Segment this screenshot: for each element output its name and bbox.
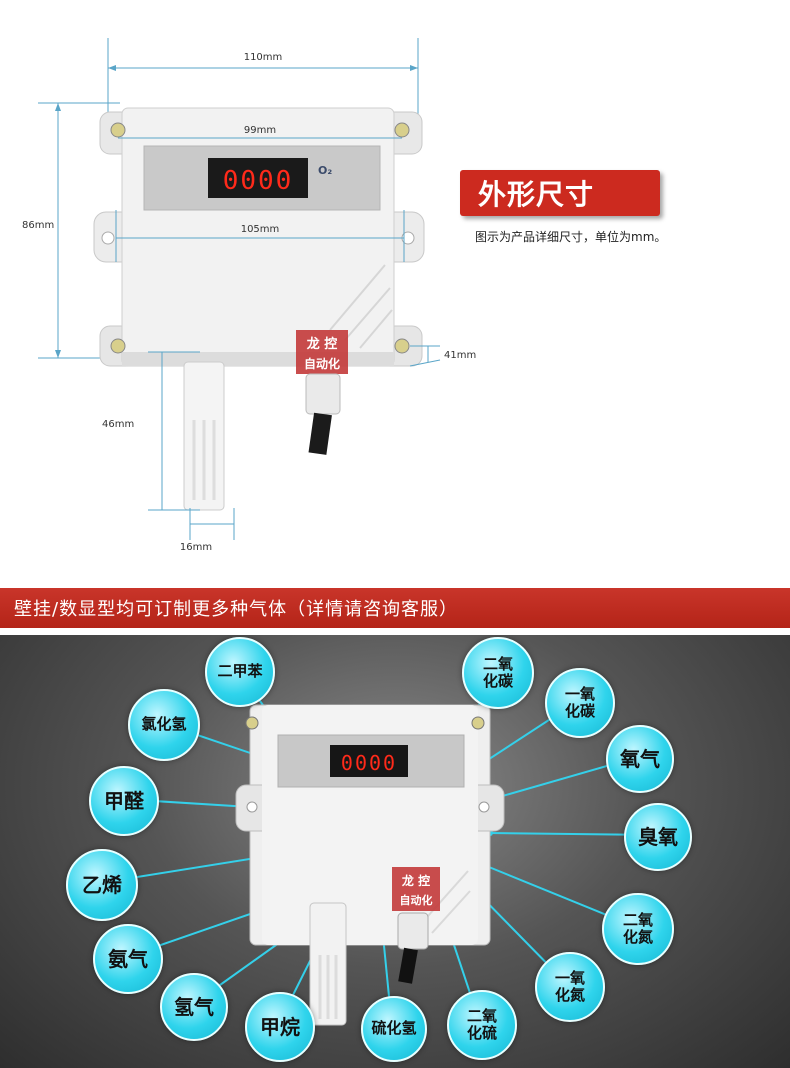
gas-label: 氢气	[174, 994, 214, 1019]
gas-label: 乙烯	[82, 872, 122, 897]
dim-probe-length: 46mm	[102, 419, 134, 430]
gas-bubble-formaldehyde: 甲醛	[89, 766, 159, 836]
gas-bubble-nitric-oxide: 一氧 化氮	[535, 952, 605, 1022]
gas-bubble-benzene-xylene: 二甲苯	[205, 637, 275, 707]
display-digits: 0000	[223, 166, 294, 196]
brand-line1: 龙 控	[307, 336, 338, 352]
dim-probe-diameter: 16mm	[180, 542, 212, 553]
gas-bubble-carbon-dioxide: 二氧 化碳	[462, 637, 534, 709]
gas-label: 一氧 化氮	[554, 968, 585, 1004]
gas-bubble-nitrogen-dioxide: 二氧 化氮	[602, 893, 674, 965]
gas-bubble-carbon-monoxide: 一氧 化碳	[545, 668, 615, 738]
enclosure: 0000 O₂ 龙 控 自动化	[93, 107, 425, 511]
gas-label: 甲烷	[260, 1014, 300, 1039]
gas-label: 二甲苯	[217, 662, 263, 681]
gas-bubble-ammonia: 氨气	[93, 924, 163, 994]
gas-label: 硫化氢	[371, 1019, 417, 1038]
gas-bubble-ozone: 臭氧	[624, 803, 692, 871]
gas-label: 二氧 化氮	[622, 910, 653, 946]
gas-bubble-hydrogen: 氢气	[160, 973, 228, 1041]
panel-brand-line1: 龙 控	[402, 873, 430, 888]
gas-bubble-hydrogen-sulfide: 硫化氢	[361, 996, 427, 1062]
brand-line2: 自动化	[304, 356, 340, 371]
gas-label: 二氧 化碳	[482, 654, 513, 690]
banner-text: 壁挂/数显型均可订制更多种气体（详情请咨询客服）	[14, 599, 459, 620]
gas-bubble-oxygen: 氧气	[606, 725, 674, 793]
dimension-badge: 外形尺寸	[460, 170, 660, 216]
dim-width-mount: 105mm	[241, 224, 280, 235]
gas-label: 甲醛	[104, 788, 144, 813]
gas-bubble-methane: 甲烷	[245, 992, 315, 1062]
gas-bubble-ethylene: 乙烯	[66, 849, 138, 921]
gas-label: 臭氧	[638, 824, 678, 849]
gas-symbol: O₂	[318, 164, 332, 177]
dim-depth: 41mm	[444, 350, 476, 361]
panel-brand-line2: 自动化	[400, 893, 433, 907]
gas-label: 氯化氢	[141, 715, 187, 734]
panel-display-digits: 0000	[341, 751, 397, 775]
dim-width-outer: 110mm	[244, 52, 283, 63]
gas-bubble-sulfur-dioxide: 二氧 化硫	[447, 990, 517, 1060]
dim-width-screw: 99mm	[244, 125, 276, 136]
gas-panel-graphic: 0000 龙 控 自动化	[99, 669, 657, 1028]
customization-banner: 壁挂/数显型均可订制更多种气体（详情请咨询客服）	[0, 588, 790, 628]
panel-device: 0000 龙 控 自动化	[235, 704, 505, 1026]
gas-label: 氨气	[108, 946, 148, 971]
dimension-drawing: 110mm 86mm 0000 O₂ 龙 控 自动化	[22, 38, 476, 553]
badge-title: 外形尺寸	[478, 178, 595, 211]
badge-note: 图示为产品详细尺寸，单位为mm。	[475, 230, 667, 244]
gas-label: 氧气	[620, 746, 660, 771]
gas-label: 二氧 化硫	[466, 1006, 497, 1042]
dim-height: 86mm	[22, 220, 54, 231]
gas-bubble-hydrogen-chloride: 氯化氢	[128, 689, 200, 761]
gas-label: 一氧 化碳	[564, 684, 595, 720]
gas-options-panel: 0000 龙 控 自动化 二甲苯氯化氢甲醛乙烯氨气氢气甲烷 硫化氢 二氧 化硫 一氧 …	[0, 635, 790, 1068]
